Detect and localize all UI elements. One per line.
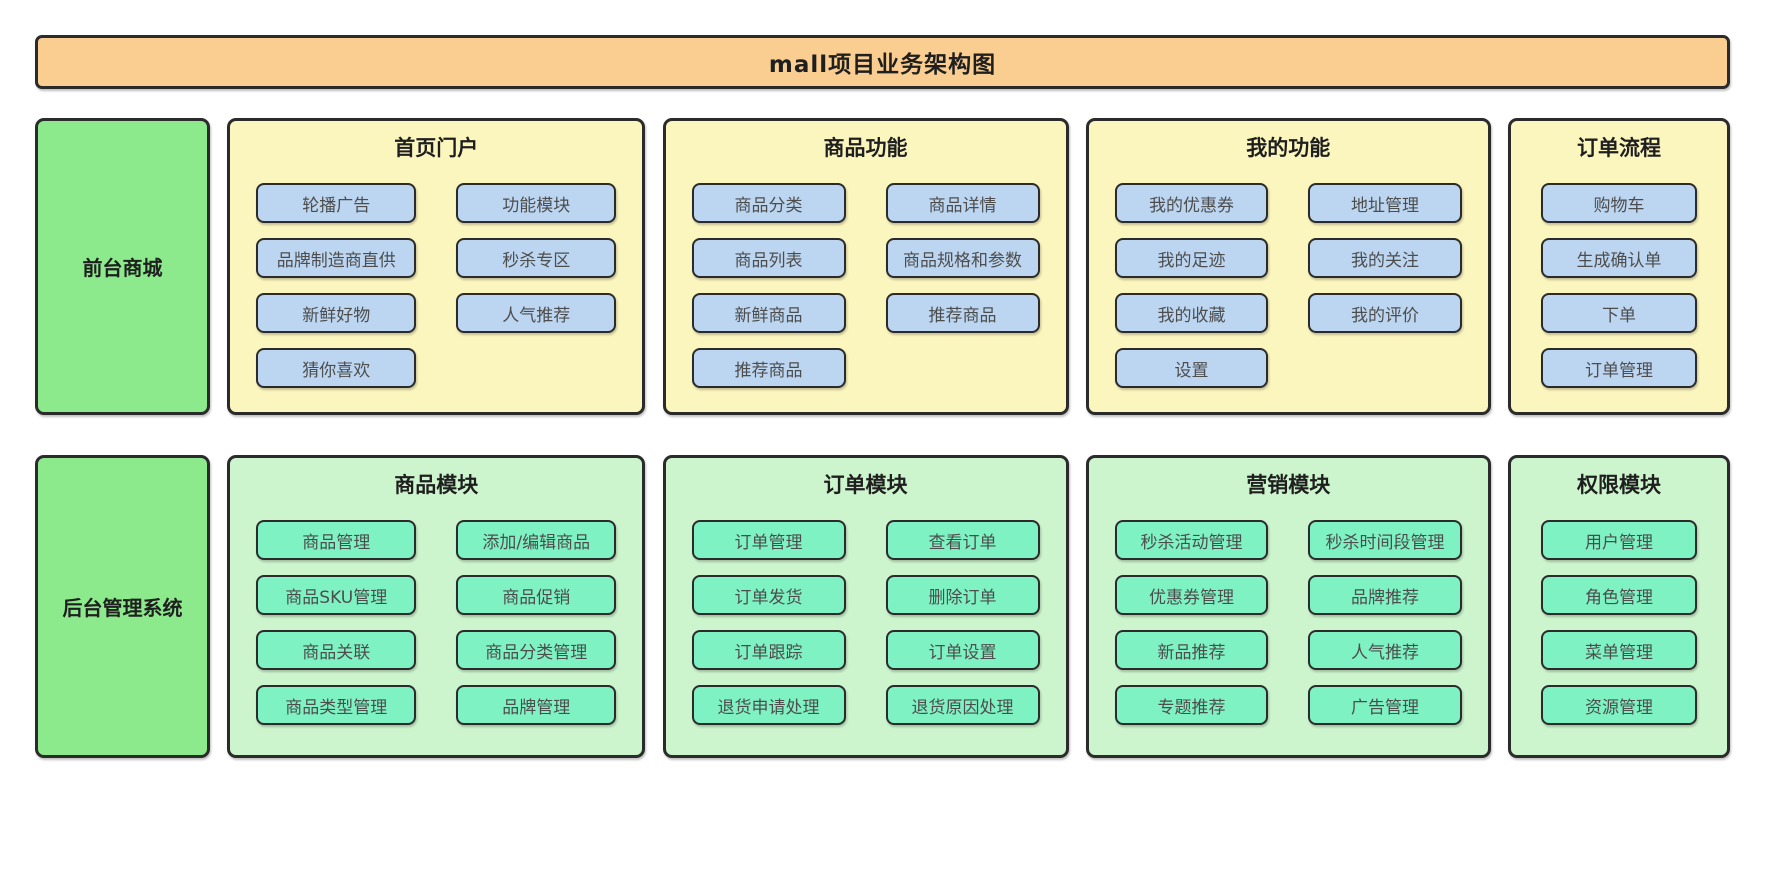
feature-button-permission-module-1[interactable]: 角色管理 (1541, 575, 1697, 615)
feature-button-order-module-0[interactable]: 订单管理 (691, 520, 846, 560)
sidebar-frontend-mall: 前台商城 (35, 118, 210, 415)
feature-button-home-portal-5[interactable]: 人气推荐 (456, 293, 617, 333)
panel-title-my-features: 我的功能 (1246, 136, 1331, 160)
feature-button-marketing-module-3[interactable]: 品牌推荐 (1308, 575, 1462, 615)
panel-product-features: 商品功能商品分类商品详情商品列表商品规格和参数新鲜商品推荐商品推荐商品 (662, 118, 1069, 415)
button-grid-product-features: 商品分类商品详情商品列表商品规格和参数新鲜商品推荐商品推荐商品 (666, 183, 1066, 388)
feature-button-product-features-4[interactable]: 新鲜商品 (691, 293, 846, 333)
panel-product-module: 商品模块商品管理添加/编辑商品商品SKU管理商品促销商品关联商品分类管理商品类型… (227, 455, 646, 758)
panel-title-product-module: 商品模块 (394, 473, 479, 497)
panel-title-order-flow: 订单流程 (1577, 136, 1661, 160)
feature-button-order-module-3[interactable]: 删除订单 (885, 575, 1040, 615)
feature-button-order-flow-2[interactable]: 下单 (1541, 293, 1697, 333)
feature-button-product-features-3[interactable]: 商品规格和参数 (885, 238, 1040, 278)
panel-title-product-features: 商品功能 (823, 136, 908, 160)
feature-button-home-portal-1[interactable]: 功能模块 (456, 183, 617, 223)
panel-my-features: 我的功能我的优惠券地址管理我的足迹我的关注我的收藏我的评价设置 (1085, 118, 1491, 415)
feature-button-product-features-1[interactable]: 商品详情 (885, 183, 1040, 223)
feature-button-product-features-2[interactable]: 商品列表 (691, 238, 846, 278)
feature-button-home-portal-0[interactable]: 轮播广告 (256, 183, 417, 223)
feature-button-my-features-3[interactable]: 我的关注 (1308, 238, 1462, 278)
panel-title-home-portal: 首页门户 (394, 136, 479, 160)
feature-button-order-flow-3[interactable]: 订单管理 (1541, 348, 1697, 388)
button-grid-permission-module: 用户管理角色管理菜单管理资源管理 (1511, 520, 1727, 725)
button-grid-home-portal: 轮播广告功能模块品牌制造商直供秒杀专区新鲜好物人气推荐猜你喜欢 (230, 183, 642, 388)
feature-button-order-module-7[interactable]: 退货原因处理 (885, 685, 1040, 725)
feature-button-marketing-module-0[interactable]: 秒杀活动管理 (1114, 520, 1269, 560)
feature-button-my-features-4[interactable]: 我的收藏 (1114, 293, 1269, 333)
panel-marketing-module: 营销模块秒杀活动管理秒杀时间段管理优惠券管理品牌推荐新品推荐人气推荐专题推荐广告… (1085, 455, 1491, 758)
feature-button-my-features-6[interactable]: 设置 (1114, 348, 1269, 388)
diagram-title: mall项目业务架构图 (35, 35, 1730, 89)
sidebar-backend-admin: 后台管理系统 (35, 455, 210, 758)
feature-button-product-module-2[interactable]: 商品SKU管理 (256, 575, 417, 615)
feature-button-order-module-6[interactable]: 退货申请处理 (691, 685, 846, 725)
feature-button-order-module-1[interactable]: 查看订单 (885, 520, 1040, 560)
panel-order-flow: 订单流程购物车生成确认单下单订单管理 (1508, 118, 1730, 415)
feature-button-product-module-7[interactable]: 品牌管理 (456, 685, 617, 725)
feature-button-marketing-module-5[interactable]: 人气推荐 (1308, 630, 1462, 670)
feature-button-marketing-module-1[interactable]: 秒杀时间段管理 (1308, 520, 1462, 560)
feature-button-order-module-4[interactable]: 订单跟踪 (691, 630, 846, 670)
backend-section: 后台管理系统 商品模块商品管理添加/编辑商品商品SKU管理商品促销商品关联商品分… (35, 455, 1730, 758)
feature-button-marketing-module-2[interactable]: 优惠券管理 (1114, 575, 1269, 615)
feature-button-home-portal-2[interactable]: 品牌制造商直供 (256, 238, 417, 278)
panel-title-order-module: 订单模块 (823, 473, 908, 497)
feature-button-product-module-0[interactable]: 商品管理 (256, 520, 417, 560)
button-grid-marketing-module: 秒杀活动管理秒杀时间段管理优惠券管理品牌推荐新品推荐人气推荐专题推荐广告管理 (1089, 520, 1488, 725)
button-grid-my-features: 我的优惠券地址管理我的足迹我的关注我的收藏我的评价设置 (1089, 183, 1488, 388)
feature-button-product-module-3[interactable]: 商品促销 (456, 575, 617, 615)
button-grid-order-flow: 购物车生成确认单下单订单管理 (1511, 183, 1727, 388)
feature-button-product-module-6[interactable]: 商品类型管理 (256, 685, 417, 725)
feature-button-my-features-5[interactable]: 我的评价 (1308, 293, 1462, 333)
feature-button-marketing-module-6[interactable]: 专题推荐 (1114, 685, 1269, 725)
feature-button-permission-module-3[interactable]: 资源管理 (1541, 685, 1697, 725)
panel-title-permission-module: 权限模块 (1577, 473, 1661, 497)
feature-button-product-module-5[interactable]: 商品分类管理 (456, 630, 617, 670)
button-grid-order-module: 订单管理查看订单订单发货删除订单订单跟踪订单设置退货申请处理退货原因处理 (666, 520, 1066, 725)
button-grid-product-module: 商品管理添加/编辑商品商品SKU管理商品促销商品关联商品分类管理商品类型管理品牌… (230, 520, 642, 725)
feature-button-my-features-2[interactable]: 我的足迹 (1114, 238, 1269, 278)
feature-button-my-features-1[interactable]: 地址管理 (1308, 183, 1462, 223)
feature-button-my-features-0[interactable]: 我的优惠券 (1114, 183, 1269, 223)
feature-button-permission-module-0[interactable]: 用户管理 (1541, 520, 1697, 560)
feature-button-marketing-module-7[interactable]: 广告管理 (1308, 685, 1462, 725)
feature-button-product-features-6[interactable]: 推荐商品 (691, 348, 846, 388)
feature-button-order-flow-1[interactable]: 生成确认单 (1541, 238, 1697, 278)
panel-title-marketing-module: 营销模块 (1246, 473, 1331, 497)
feature-button-product-module-1[interactable]: 添加/编辑商品 (456, 520, 617, 560)
feature-button-home-portal-6[interactable]: 猜你喜欢 (256, 348, 417, 388)
feature-button-product-module-4[interactable]: 商品关联 (256, 630, 417, 670)
feature-button-order-module-2[interactable]: 订单发货 (691, 575, 846, 615)
feature-button-product-features-5[interactable]: 推荐商品 (885, 293, 1040, 333)
feature-button-product-features-0[interactable]: 商品分类 (691, 183, 846, 223)
panel-order-module: 订单模块订单管理查看订单订单发货删除订单订单跟踪订单设置退货申请处理退货原因处理 (662, 455, 1069, 758)
feature-button-marketing-module-4[interactable]: 新品推荐 (1114, 630, 1269, 670)
feature-button-permission-module-2[interactable]: 菜单管理 (1541, 630, 1697, 670)
panel-home-portal: 首页门户轮播广告功能模块品牌制造商直供秒杀专区新鲜好物人气推荐猜你喜欢 (227, 118, 646, 415)
frontend-section: 前台商城 首页门户轮播广告功能模块品牌制造商直供秒杀专区新鲜好物人气推荐猜你喜欢… (35, 118, 1730, 415)
feature-button-home-portal-3[interactable]: 秒杀专区 (456, 238, 617, 278)
feature-button-order-flow-0[interactable]: 购物车 (1541, 183, 1697, 223)
panel-permission-module: 权限模块用户管理角色管理菜单管理资源管理 (1508, 455, 1730, 758)
feature-button-home-portal-4[interactable]: 新鲜好物 (256, 293, 417, 333)
feature-button-order-module-5[interactable]: 订单设置 (885, 630, 1040, 670)
